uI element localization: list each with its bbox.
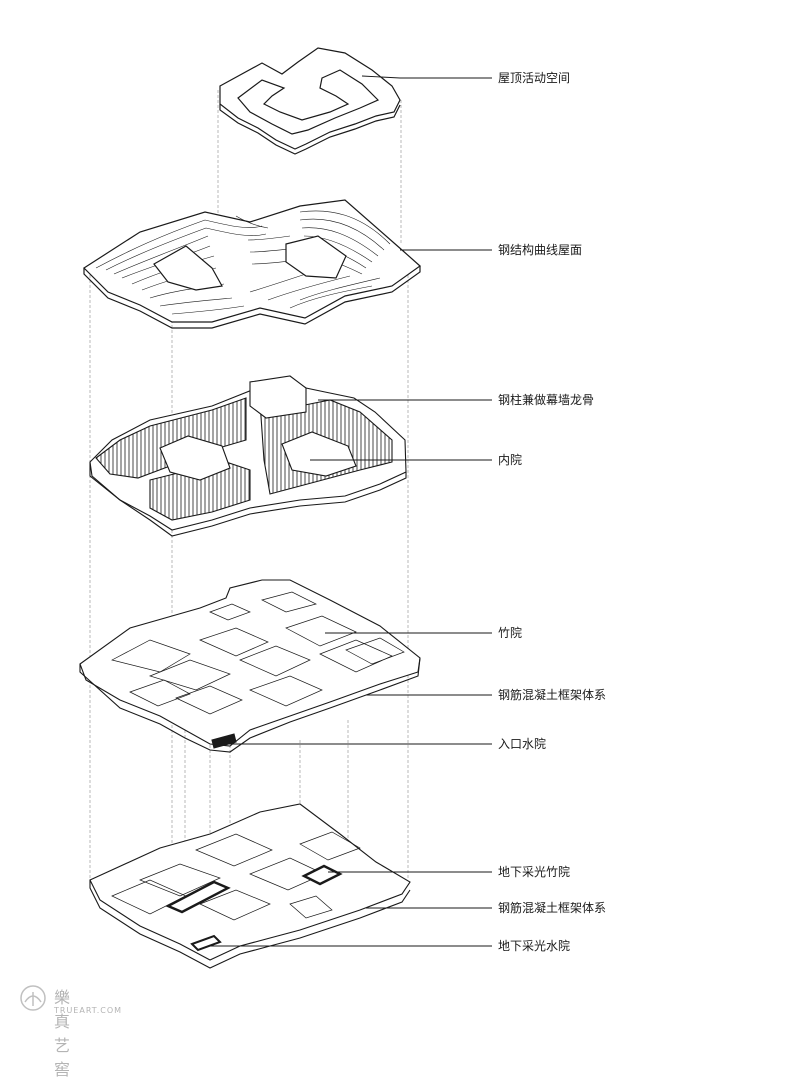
basement-layer [89,803,411,969]
rc-frame-ground-layer [79,579,421,753]
label-roof-terrace: 屋顶活动空间 [498,71,571,85]
watermark-subtext: TRUEART.COM [54,1006,123,1015]
label-rc-frame-lower: 钢筋混凝土框架体系 [498,901,607,915]
steel-column-layer [89,375,407,537]
label-entrance-water-court: 入口水院 [498,737,547,751]
label-sunken-bamboo-court: 地下采光竹院 [498,865,571,879]
watermark-logo-icon [20,985,46,1011]
roof-terrace-layer [219,47,401,155]
label-rc-frame-upper: 钢筋混凝土框架体系 [498,688,607,702]
leader-lines [208,75,492,947]
label-inner-court: 内院 [498,453,523,467]
label-bamboo-court: 竹院 [498,626,523,640]
label-steel-roof: 钢结构曲线屋面 [498,243,583,257]
label-sunken-water-court: 地下采光水院 [498,939,571,953]
label-steel-columns: 钢柱兼做幕墙龙骨 [498,393,595,407]
watermark-text: 樂真艺窖 [54,988,72,1079]
exploded-axonometric-diagram [79,47,492,969]
steel-roof-layer [83,199,421,329]
